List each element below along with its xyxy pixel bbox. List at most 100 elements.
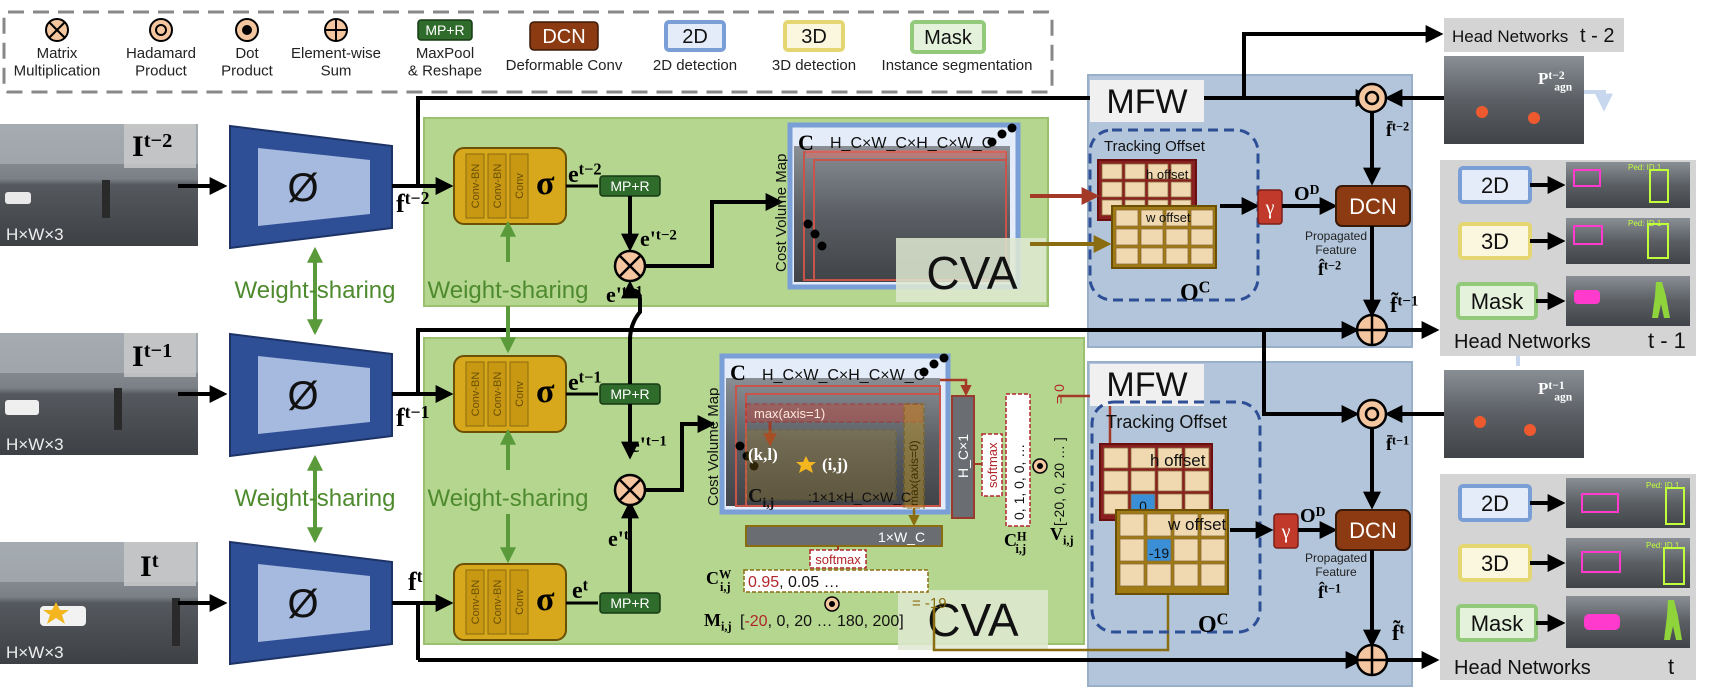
offset-cell bbox=[1124, 163, 1146, 180]
mfw-bottom: MFW Tracking Offset 0 -19 OC γ OD DCN Pr… bbox=[1090, 364, 1470, 677]
softmax-label-horizontal: softmax bbox=[815, 552, 861, 567]
offset-cell bbox=[1140, 228, 1164, 246]
offset-cell bbox=[1190, 247, 1214, 265]
cva-label-bottom: CVA bbox=[927, 594, 1018, 646]
eprime-label-2: e't−1 bbox=[606, 282, 643, 307]
offset-cell bbox=[1147, 181, 1169, 198]
backbone-symbol-bot: Ø bbox=[287, 582, 318, 626]
offset-cell bbox=[1115, 209, 1139, 227]
cva-label-top: CVA bbox=[926, 247, 1017, 299]
offset-cell bbox=[1200, 563, 1226, 587]
eq0-label: = 0 bbox=[1051, 384, 1067, 404]
frame-dims-t-1: H×W×3 bbox=[6, 435, 64, 454]
mask-icon-label: Mask bbox=[924, 27, 973, 49]
mfw-title-top: MFW bbox=[1106, 83, 1187, 121]
mp-icon bbox=[417, 19, 473, 41]
mfw-title-bottom: MFW bbox=[1106, 366, 1187, 404]
ch-values: 0, 1, 0, 0, … bbox=[1011, 444, 1027, 520]
cij-label: Ci,j bbox=[748, 485, 774, 510]
legend-mask: Instance segmentation bbox=[882, 57, 1033, 74]
oc-label-top: OC bbox=[1180, 278, 1210, 306]
fhat-label-bottom: f̂t−1 bbox=[1318, 581, 1341, 602]
tracking-offset-title-top: Tracking Offset bbox=[1104, 138, 1206, 155]
offset-cell bbox=[1157, 470, 1183, 492]
mp-box-bot-label: MP+R bbox=[610, 595, 649, 611]
feature-label-t: ft bbox=[408, 566, 423, 596]
conv-layer-label: Conv bbox=[514, 381, 526, 407]
eprime-label-4: e't bbox=[608, 526, 629, 551]
dcn-label-top: DCN bbox=[1349, 194, 1397, 219]
conv-layer-label: Conv-BN bbox=[470, 580, 482, 625]
det2d-label-mid: 2D bbox=[1481, 173, 1509, 198]
matmul-bottom bbox=[613, 473, 647, 507]
mp-box-top: MP+R bbox=[599, 175, 661, 197]
head-title-mid: Head Networks bbox=[1454, 331, 1591, 353]
head-title-top: Head Networks bbox=[1452, 27, 1568, 46]
offset-cell bbox=[1190, 228, 1214, 246]
conv-layer-label: Conv bbox=[514, 589, 526, 615]
offset-cell bbox=[1146, 513, 1172, 537]
vij-values: [-20, 0, 20 … ] bbox=[1051, 437, 1067, 526]
head-title-bottom: Head Networks bbox=[1454, 657, 1591, 679]
frame-dims-t: H×W×3 bbox=[6, 643, 64, 662]
offset-cell bbox=[1200, 513, 1226, 537]
dcn-label-bottom: DCN bbox=[1349, 518, 1397, 543]
offset-value: -19 bbox=[1149, 545, 1169, 561]
backbone-encoder-bot: Ø bbox=[229, 540, 393, 666]
eprime-label-1: e't−2 bbox=[640, 226, 677, 251]
softmax-label-vertical: softmax bbox=[985, 442, 1000, 488]
offset-cell bbox=[1165, 228, 1189, 246]
weight-sharing-label-3: Weight-sharing bbox=[428, 277, 589, 304]
frame-label-t: It bbox=[140, 550, 159, 583]
offset-cell bbox=[1146, 563, 1172, 587]
hadamard-bottom bbox=[1356, 398, 1388, 430]
mij-values: [-20, 0, 20 … 180, 200] bbox=[740, 613, 904, 630]
mp-box-bot: MP+R bbox=[599, 592, 661, 614]
backbone-encoder-mid: Ø bbox=[229, 332, 393, 458]
mp-box-mid: MP+R bbox=[599, 383, 661, 405]
fbar-label-top: f̄t−2 bbox=[1386, 119, 1409, 140]
input-frame-t: It H×W×3 bbox=[0, 542, 198, 664]
ftilde-label-top: f̃t−1 bbox=[1390, 292, 1418, 317]
sigma-label: σ bbox=[536, 373, 555, 410]
legend-det3d: 3D detection bbox=[772, 57, 856, 74]
fhat-label-top: f̂t−2 bbox=[1318, 258, 1341, 279]
ped-label-bottom-2: Ped: ID 1 bbox=[1646, 541, 1680, 550]
head-t-bottom: t bbox=[1668, 654, 1674, 679]
det2d-icon-label: 2D bbox=[682, 26, 708, 48]
onewc-label: 1×W_C bbox=[878, 529, 925, 545]
mp-box-top-label: MP+R bbox=[610, 178, 649, 194]
od-label-bottom: OD bbox=[1300, 504, 1326, 527]
conv-layer-label: Conv bbox=[514, 173, 526, 199]
offset-cell bbox=[1184, 470, 1210, 492]
head-networks-mid: 2D Ped: ID 1 3D Ped: ID 1 Mask Head Netw… bbox=[1440, 160, 1696, 458]
embedding-label-t-1: et−1 bbox=[568, 368, 602, 396]
legend-det2d: 2D detection bbox=[653, 57, 737, 74]
oc-label-bottom: OC bbox=[1198, 610, 1228, 638]
offset-cell bbox=[1165, 209, 1189, 227]
offset-cell bbox=[1173, 513, 1199, 537]
head-t-mid: t - 1 bbox=[1648, 328, 1686, 353]
frame-label-t-2: It−2 bbox=[132, 130, 172, 163]
cij-dims-label: :1×1×H_C×W_C bbox=[808, 489, 911, 505]
ped-label-mid-1: Ped: ID 1 bbox=[1628, 163, 1662, 172]
det2d-label-bottom: 2D bbox=[1481, 491, 1509, 516]
max-axis0-label: max(axis=0) bbox=[907, 440, 921, 506]
eq19-label: = -19 bbox=[912, 595, 947, 612]
ped-label-bottom-1: Ped: ID 1 bbox=[1646, 481, 1680, 490]
ij-label: (i,j) bbox=[822, 455, 848, 474]
det3d-label-mid: 3D bbox=[1481, 229, 1509, 254]
offset-cell bbox=[1190, 209, 1214, 227]
hc1-label: H_C×1 bbox=[955, 434, 971, 478]
max-axis1-label: max(axis=1) bbox=[754, 406, 825, 421]
frame-dims-t-2: H×W×3 bbox=[6, 225, 64, 244]
feature-label-t-2: ft−2 bbox=[396, 188, 430, 218]
mask-icon bbox=[910, 20, 986, 54]
dot-icon bbox=[235, 18, 259, 42]
